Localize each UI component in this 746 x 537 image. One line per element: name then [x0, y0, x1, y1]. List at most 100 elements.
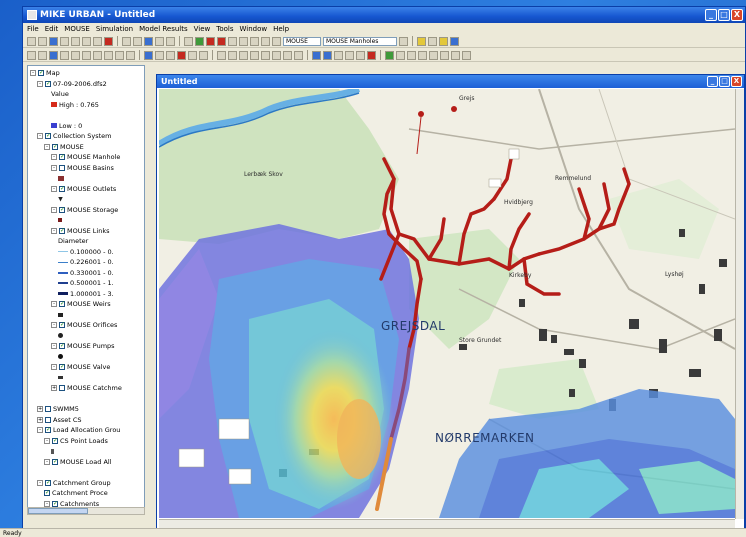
collapse-icon[interactable]: - [51, 154, 57, 160]
pipe-volume-icon[interactable] [440, 50, 449, 60]
run-step-icon[interactable] [323, 50, 332, 60]
tree-node[interactable]: -✓Catchment Group [30, 478, 142, 489]
merge-icon[interactable] [239, 36, 248, 46]
move-node-icon[interactable] [206, 36, 215, 46]
expand-icon[interactable]: + [37, 416, 43, 423]
tree-node[interactable] [30, 394, 142, 405]
layer-visibility-checkbox[interactable]: ✓ [59, 226, 66, 234]
tree-node[interactable]: -✓MOUSE Manhole [30, 152, 142, 163]
layer-visibility-checkbox[interactable]: ✓ [59, 321, 66, 328]
pipe-icon[interactable] [396, 50, 405, 60]
grid-icon[interactable] [356, 50, 365, 60]
delete-node-icon[interactable] [217, 36, 226, 46]
layer-visibility-checkbox[interactable]: ✓ [45, 478, 52, 486]
layer-visibility-checkbox[interactable]: ✓ [59, 153, 66, 160]
result-icon[interactable] [334, 50, 343, 60]
layer-visibility-checkbox[interactable]: ✓ [52, 436, 59, 444]
label-icon[interactable] [439, 36, 448, 46]
open-icon[interactable] [38, 36, 47, 46]
collapse-icon[interactable]: - [37, 479, 43, 486]
collapse-icon[interactable]: - [51, 301, 57, 307]
tree-node[interactable]: -✓Collection System [30, 131, 142, 142]
pointer-icon[interactable] [144, 50, 153, 60]
network-icon[interactable] [385, 50, 394, 60]
pipe-level-icon[interactable] [429, 50, 438, 60]
step-forward-icon[interactable] [261, 50, 270, 60]
copy-icon[interactable] [82, 36, 91, 46]
layer-visibility-checkbox[interactable]: ✓ [52, 142, 59, 150]
tree-node[interactable]: -✓MOUSE Links [30, 226, 142, 237]
tree-node[interactable] [30, 373, 142, 384]
tree-node[interactable] [30, 110, 142, 121]
redo-icon[interactable] [133, 36, 142, 46]
tree-horizontal-scrollbar[interactable] [27, 507, 145, 515]
tree-node[interactable]: 1.000001 - 3. [30, 289, 142, 300]
catchment-tool-icon[interactable] [177, 50, 186, 60]
layer-visibility-checkbox[interactable]: ✓ [52, 499, 59, 507]
delete-icon[interactable] [104, 36, 113, 46]
layer-visibility-checkbox[interactable] [45, 406, 51, 412]
menu-file[interactable]: File [27, 24, 39, 33]
tree-node[interactable]: -✓MOUSE Weirs [30, 299, 142, 310]
collapse-icon[interactable]: - [37, 133, 43, 139]
stop-icon[interactable] [367, 50, 376, 60]
collapse-icon[interactable]: - [37, 80, 43, 87]
collapse-icon[interactable]: - [37, 427, 43, 433]
tree-node[interactable]: -✓MOUSE Outlets [30, 184, 142, 195]
info-icon[interactable] [104, 50, 113, 60]
run-icon[interactable] [312, 50, 321, 60]
collapse-icon[interactable]: - [44, 458, 50, 465]
layer-visibility-checkbox[interactable]: ✓ [59, 363, 66, 370]
play-back-icon[interactable] [228, 50, 237, 60]
collapse-icon[interactable]: - [51, 164, 57, 171]
collapse-icon[interactable]: - [51, 322, 57, 328]
play-last-icon[interactable] [283, 50, 292, 60]
trace-icon[interactable] [261, 36, 270, 46]
tree-node[interactable]: ✓Catchment Proce [30, 488, 142, 499]
play-first-icon[interactable] [217, 50, 226, 60]
collapse-icon[interactable]: - [44, 500, 50, 507]
paste-icon[interactable] [93, 36, 102, 46]
export-icon[interactable] [462, 50, 471, 60]
connect-icon[interactable] [428, 36, 437, 46]
step-back-icon[interactable] [239, 50, 248, 60]
editor-icon[interactable] [155, 36, 164, 46]
tree-node[interactable]: 0.330001 - 0. [30, 268, 142, 279]
link-tool-icon[interactable] [166, 50, 175, 60]
animation-icon[interactable] [294, 50, 303, 60]
full-extent-icon[interactable] [49, 50, 58, 60]
feature-select[interactable]: MOUSE Manholes [323, 36, 397, 46]
flag-icon[interactable] [417, 36, 426, 46]
collapse-icon[interactable]: - [44, 143, 50, 150]
map-horizontal-scrollbar[interactable] [159, 519, 735, 528]
forward-icon[interactable] [82, 50, 91, 60]
layer-visibility-checkbox[interactable]: ✓ [59, 205, 66, 213]
tree-node[interactable]: -✓07-09-2006.dfs2 [30, 79, 142, 90]
menu-model-results[interactable]: Model Results [139, 24, 188, 33]
map-vertical-scrollbar[interactable] [735, 89, 744, 519]
collapse-icon[interactable]: - [51, 343, 57, 349]
identify-icon[interactable] [166, 36, 175, 46]
split-icon[interactable] [228, 36, 237, 46]
tree-node[interactable]: -✓Map [30, 68, 142, 79]
reports-icon[interactable] [451, 50, 460, 60]
back-icon[interactable] [71, 50, 80, 60]
tree-node[interactable]: -✓Catchments [30, 499, 142, 510]
tree-node[interactable]: High : 0.765 [30, 100, 142, 111]
menu-mouse[interactable]: MOUSE [64, 24, 90, 33]
help-icon[interactable] [450, 36, 459, 46]
pan-icon[interactable] [60, 50, 69, 60]
minimize-button[interactable]: _ [705, 9, 717, 21]
layer-visibility-checkbox[interactable]: ✓ [45, 426, 52, 433]
tree-node[interactable] [30, 352, 142, 363]
layer-select[interactable]: MOUSE [283, 36, 321, 46]
tree-node[interactable]: -MOUSE Basins [30, 163, 142, 174]
maximize-button[interactable]: □ [718, 9, 730, 21]
tree-node[interactable]: 0.100000 - 0. [30, 247, 142, 258]
tree-node[interactable]: -✓MOUSE Storage [30, 205, 142, 216]
map-maximize-button[interactable]: □ [719, 76, 730, 87]
tree-node[interactable]: 0.500001 - 1. [30, 278, 142, 289]
layer-visibility-checkbox[interactable]: ✓ [59, 184, 66, 192]
layer-visibility-checkbox[interactable]: ✓ [52, 457, 59, 465]
